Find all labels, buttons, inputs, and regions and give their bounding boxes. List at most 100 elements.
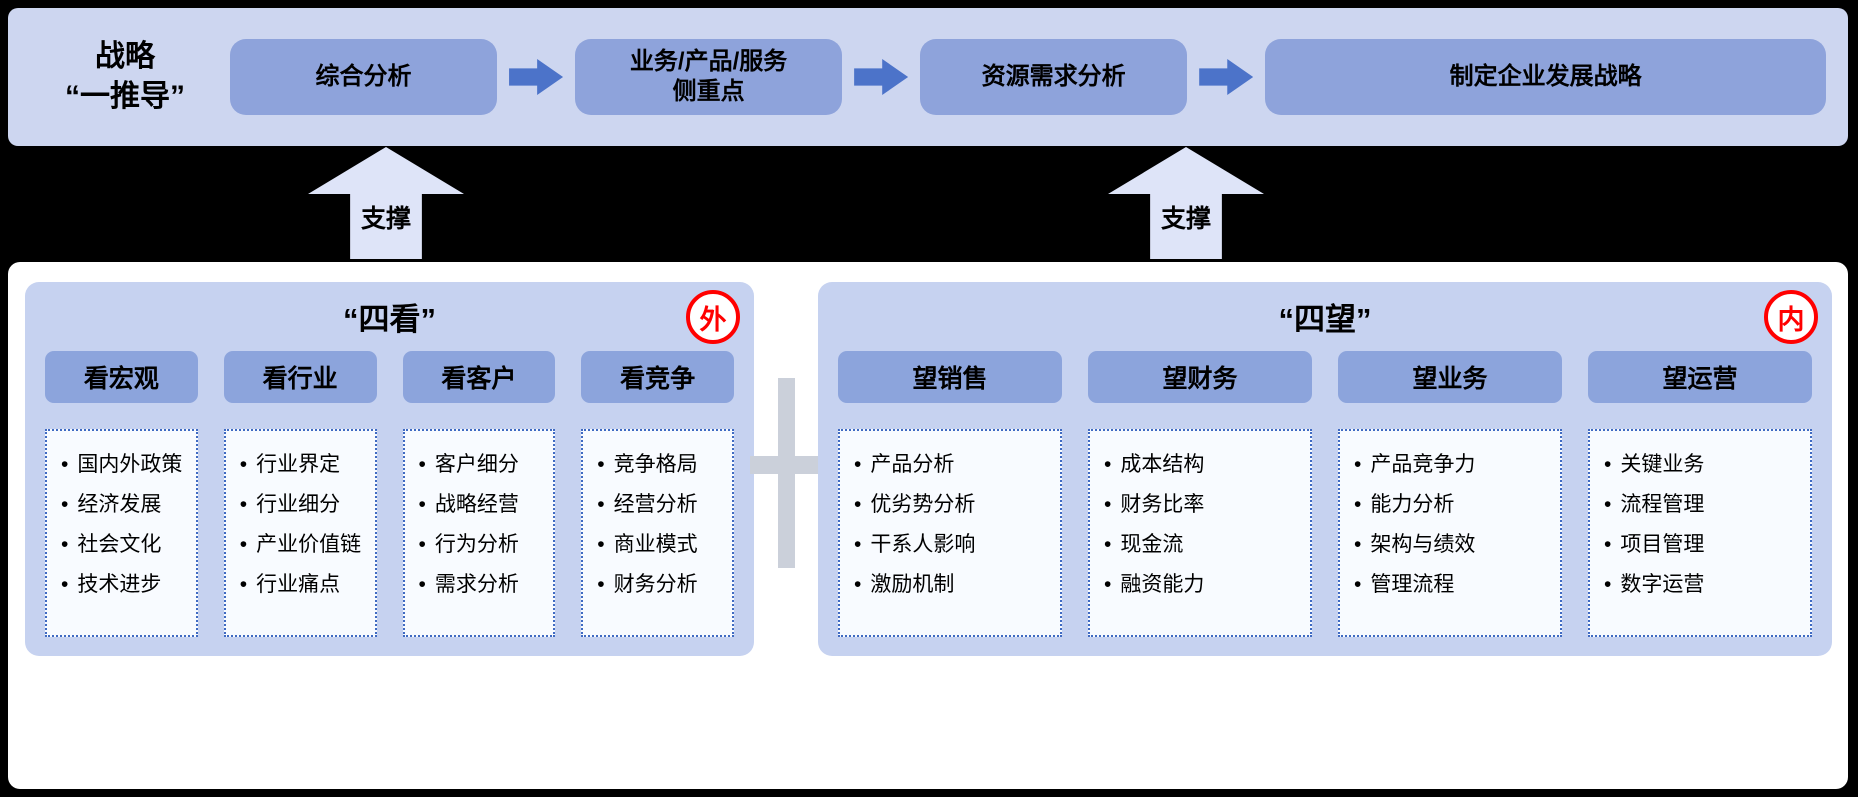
category-items-box: • 客户细分 •战略经营 •行为分析 •需求分析 [402,429,556,637]
bullet-icon: • [1354,493,1362,516]
list-item-label: 竞争格局 [613,453,698,476]
bullet-icon: • [1354,573,1362,596]
bullet-icon: • [61,573,69,596]
list-item: • 成本结构 [1104,445,1302,485]
bullet-icon: • [61,493,69,516]
bullet-icon: • [239,573,248,596]
columns-row: 望销售 •产品分析 •优劣势分析 •干系人影响 •激励机制 望财务 •成本结构 … [838,351,1812,637]
list-item-label: 行业细分 [256,493,341,516]
panel-four-views: “四望” 内 望销售 •产品分析 •优劣势分析 •干系人影响 •激励机制 望财务… [818,282,1832,656]
list-item-label: 国内外政策 [77,453,183,476]
list-item: •商业模式 [597,525,724,565]
list-item-label: 行业痛点 [256,573,341,596]
right-arrow-icon [1199,59,1254,95]
columns-row: 看宏观 •国内外政策 •经济发展 •社会文化 •技术进步 看行业 •行业界定 •… [45,351,734,637]
category-header: 望业务 [1338,351,1562,403]
bullet-icon: • [597,493,605,516]
list-item: • 技术进步 [61,565,188,605]
list-item-label: 行业界定 [256,453,341,476]
list-item-label: 商业模式 [613,533,698,556]
bullet-icon: • [1104,573,1112,596]
bullet-icon: • [1604,493,1612,516]
list-item: • 行业细分 [240,485,367,525]
badge-internal: 内 [1764,290,1818,344]
list-item: •战略经营 [419,485,546,525]
category-header: 看竞争 [581,351,734,403]
list-item-label: 关键业务 [1620,453,1705,476]
bullet-icon: • [597,453,605,476]
category-column-industry: 看行业 •行业界定 •行业细分 •产业价值链 •行业痛点 [223,351,377,637]
list-item: • 管理流程 [1354,565,1552,605]
list-item: • 行业痛点 [240,565,367,605]
list-item: •行业界定 [240,445,367,485]
list-item-label: 干系人影响 [870,533,976,556]
list-item-label: 管理流程 [1370,573,1455,596]
list-item-label: 架构与绩效 [1370,533,1476,556]
list-item: • 能力分析 [1354,485,1552,525]
category-header: 望销售 [838,351,1062,403]
list-item-label: 技术进步 [77,573,162,596]
panel-title: “四看” [343,302,436,337]
list-item-label: 产品分析 [870,453,955,476]
bullet-icon: • [61,453,69,476]
list-item-label: 项目管理 [1620,533,1705,556]
list-item: • 经营分析 [597,485,724,525]
bullet-icon: • [1104,453,1112,476]
list-item-label: 优劣势分析 [870,493,976,516]
category-header: 望运营 [1588,351,1812,403]
list-item: • 产品竞争力 [1354,445,1552,485]
bullet-icon: • [418,453,426,476]
flow-step-resource-analysis: 资源需求分析 [920,39,1188,115]
list-item: • 社会文化 [61,525,188,565]
category-column-business: 望业务 • 产品竞争力 • 能力分析 • 架构与绩效 • 管理流程 [1338,351,1562,637]
list-item-label: 成本结构 [1120,453,1205,476]
category-column-competition: 看竞争 • 竞争格局 • 经营分析 •商业模式 • 财务分析 [581,351,734,637]
flow-title: 战略 “一推导” [65,39,185,114]
list-item: •激励机制 [854,565,1052,605]
up-arrow-icon: 支撑 [308,147,464,259]
list-item: • 架构与绩效 [1354,525,1552,565]
list-item: • 产品分析 [854,445,1052,485]
category-column-sales: 望销售 • 产品分析 • 优劣势分析 • 干系人影响 •激励机制 [838,351,1062,637]
list-item-label: 财务比率 [1120,493,1205,516]
category-header: 看宏观 [45,351,198,403]
flow-step-business-focus: 业务/产品/服务 侧重点 [575,39,843,115]
list-item-label: 财务分析 [613,573,698,596]
bullet-icon: • [239,493,248,516]
bullet-icon: • [854,453,862,476]
category-items-box: •行业界定 •行业细分 •产业价值链 •行业痛点 [223,429,377,637]
bullet-icon: • [854,533,862,556]
category-items-box: • 竞争格局 • 经营分析 •商业模式 • 财务分析 [581,429,734,637]
category-items-box: • 产品竞争力 • 能力分析 • 架构与绩效 • 管理流程 [1338,429,1562,637]
flow-step-comprehensive-analysis: 综合分析 [230,39,498,115]
list-item-label: 产品竞争力 [1370,453,1476,476]
category-column-operations: 望运营 •关键业务 •流程管理 •项目管理 •数字运营 [1588,351,1812,637]
strategy-flow-panel: 战略 “一推导” 综合分析 业务/产品/服务 侧重点 资源需求分析 制定企业发展… [8,8,1848,146]
bullet-icon: • [1354,453,1362,476]
list-item: •需求分析 [419,565,546,605]
bullet-icon: • [854,493,862,516]
category-column-macro: 看宏观 •国内外政策 •经济发展 •社会文化 •技术进步 [45,351,198,637]
bullet-icon: • [418,493,426,516]
list-item-label: 现金流 [1120,533,1184,556]
bullet-icon: • [597,573,605,596]
bullet-icon: • [61,533,69,556]
bullet-icon: • [1604,533,1612,556]
list-item-label: 能力分析 [1370,493,1455,516]
list-item: •流程管理 [1604,485,1802,525]
bullet-icon: • [418,573,426,596]
bullet-icon: • [1354,533,1362,556]
list-item-label: 客户细分 [434,453,519,476]
list-item: • 财务分析 [597,565,724,605]
list-item-label: 融资能力 [1120,573,1205,596]
list-item: • 项目管理 [1604,525,1802,565]
flow-step-formulate-strategy: 制定企业发展战略 [1265,39,1827,115]
list-item: •关键业务 [1604,445,1802,485]
list-item: •行为分析 [419,525,546,565]
list-item-label: 经营分析 [613,493,698,516]
category-items-box: •国内外政策 •经济发展 •社会文化 •技术进步 [45,429,198,637]
list-item-label: 社会文化 [77,533,162,556]
bullet-icon: • [239,533,248,556]
list-item: •财务比率 [1104,485,1302,525]
